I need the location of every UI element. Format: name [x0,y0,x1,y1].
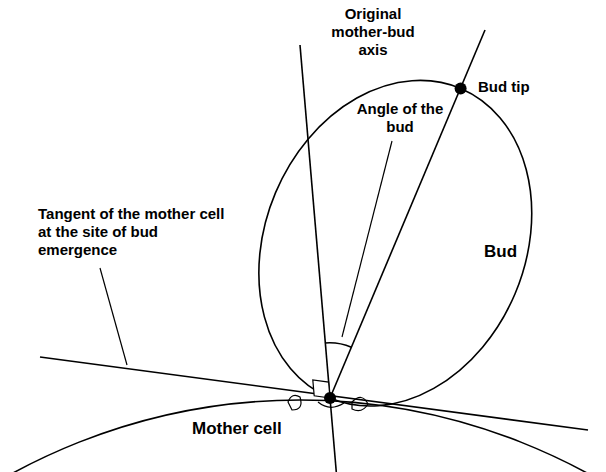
tip-label: Bud tip [478,78,588,96]
bud-scar [288,395,301,410]
bud-tip-dot [455,82,467,94]
mother-cell-outline [0,400,606,472]
tangent-line [40,357,588,430]
tangent-label: Tangent of the mother cell at the site o… [38,205,238,259]
original-axis-line [300,45,336,472]
leader-line [342,141,392,337]
axis-label: Original mother-bud axis [318,5,428,59]
bud-axis-line [330,30,485,398]
angle-label: Angle of the bud [355,100,445,136]
emergence-dot [324,392,336,404]
leader-line [100,268,127,365]
angle-arc [325,343,351,347]
mother-cell-label: Mother cell [192,420,322,438]
bud-label: Bud [484,243,544,261]
